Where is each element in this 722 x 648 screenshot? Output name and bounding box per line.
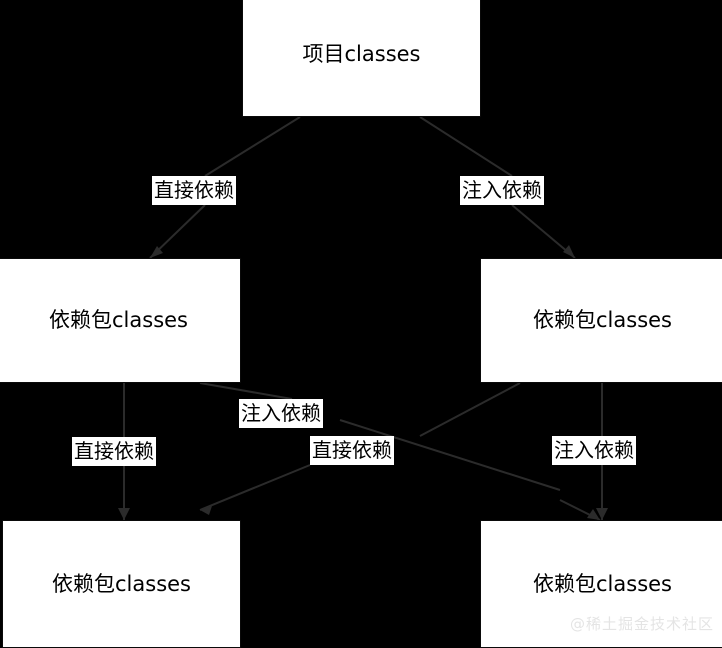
edge-label-direct-dependency-bottom-center: 直接依赖: [310, 436, 394, 465]
node-dependency-bottom-left-label: 依赖包classes: [52, 571, 191, 596]
node-dependency-mid-left[interactable]: 依赖包classes: [0, 258, 241, 383]
edge-label-direct-dependency-bottom-left: 直接依赖: [72, 437, 156, 466]
node-dependency-bottom-right-label: 依赖包classes: [533, 571, 672, 596]
node-dependency-bottom-left[interactable]: 依赖包classes: [2, 520, 241, 648]
node-project-classes-label: 项目classes: [302, 42, 421, 67]
edge-label-injected-dependency-bottom-right: 注入依赖: [552, 436, 636, 465]
node-dependency-mid-left-label: 依赖包classes: [49, 308, 188, 333]
node-dependency-bottom-right[interactable]: 依赖包classes: [480, 520, 722, 648]
node-dependency-mid-right[interactable]: 依赖包classes: [480, 258, 722, 383]
node-dependency-mid-right-label: 依赖包classes: [533, 308, 672, 333]
edge-label-direct-dependency-top-left: 直接依赖: [152, 176, 236, 205]
edge-label-injected-dependency-mid-center: 注入依赖: [239, 399, 323, 428]
node-project-classes[interactable]: 项目classes: [242, 0, 481, 117]
edge-label-injected-dependency-top-right: 注入依赖: [460, 176, 544, 205]
